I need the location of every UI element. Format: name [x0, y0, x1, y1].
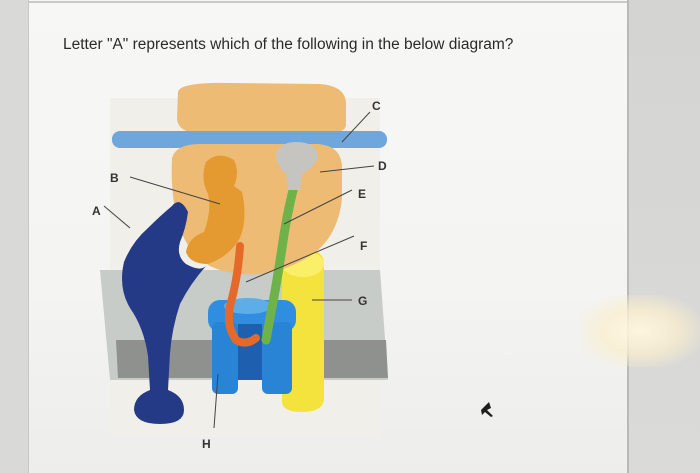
blue-channel-center: [238, 324, 262, 380]
leader-line-e: [283, 189, 353, 225]
label-h: H: [202, 437, 211, 451]
cell-membrane-diagram: A B C D E F G H: [92, 82, 388, 451]
question-text: Letter "A" represents which of the follo…: [63, 36, 514, 53]
leader-line-c: [341, 111, 371, 143]
orange-top-blob: [177, 82, 346, 134]
label-a: A: [92, 204, 101, 218]
green-strand: [261, 181, 299, 345]
screen-glare: [580, 295, 700, 367]
mouse-pointer-icon: [481, 402, 493, 417]
blue-bar-c: [112, 131, 387, 148]
leader-line-a: [103, 205, 131, 229]
dark-blue-protein-a: [122, 202, 206, 424]
red-strand: [224, 242, 260, 347]
leader-line-h: [213, 373, 219, 429]
label-f: F: [360, 239, 367, 253]
leader-line-f: [245, 235, 355, 283]
right-side-panel: [627, 0, 700, 473]
leader-line-b: [129, 176, 221, 205]
page-divider: [29, 1, 627, 3]
grey-funnel: [276, 142, 318, 190]
yellow-protein-g: [281, 247, 325, 412]
leader-line-d: [319, 165, 375, 173]
label-e: E: [358, 187, 366, 201]
label-d: D: [378, 159, 387, 173]
left-margin-strip: [0, 0, 28, 473]
dark-orange-region-b: [186, 155, 245, 264]
label-b: B: [110, 171, 119, 185]
label-g: G: [358, 294, 367, 308]
blue-channel-rim: [224, 298, 272, 314]
label-c: C: [372, 99, 381, 113]
